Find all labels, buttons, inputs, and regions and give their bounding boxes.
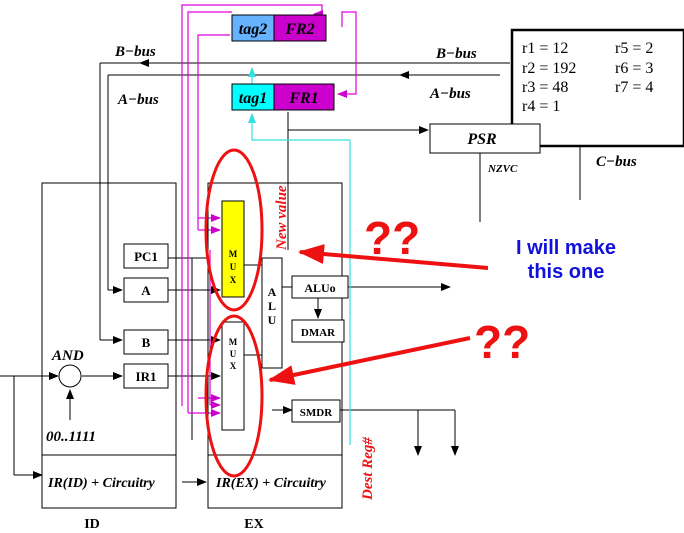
fr2-label: FR2 <box>284 21 314 38</box>
question-mark-top: ?? <box>364 212 420 264</box>
psr-register: PSR NZVC <box>429 123 541 175</box>
top-mux-letter-x: X <box>230 275 237 285</box>
top-mux-letter-m: M <box>229 249 238 259</box>
psr-label: PSR <box>466 131 497 148</box>
reg-r5: r5 = 2 <box>615 40 653 57</box>
a-bus-right-label: A−bus <box>429 86 471 102</box>
cyan-wires <box>248 67 351 445</box>
bottom-mux <box>221 321 245 431</box>
make-note-line1: I will make <box>516 237 616 259</box>
id-ir-label: IR(ID) + Circuitry <box>47 476 156 491</box>
c-bus-label: C−bus <box>596 154 637 170</box>
id-stage-name: ID <box>84 517 100 532</box>
top-mux-highlight <box>204 148 264 312</box>
tag1-fr1-register: tag1 FR1 <box>231 83 335 111</box>
bottom-mux-letter-x: X <box>230 361 237 371</box>
b-bus-right-label: B−bus <box>435 46 477 62</box>
b-bus-left-label: B−bus <box>114 44 156 60</box>
bottom-mux-letter-m: M <box>229 337 238 347</box>
alu-letter-a: A <box>268 285 277 299</box>
bottom-mux-highlight <box>204 314 264 478</box>
tag2-fr2-register: tag2 FR2 <box>231 14 327 42</box>
make-note-line2: this one <box>528 261 605 283</box>
reg-r7: r7 = 4 <box>615 79 653 96</box>
question-mark-bottom: ?? <box>474 316 530 368</box>
a-reg-label: A <box>141 283 151 298</box>
ex-stage-name: EX <box>244 517 263 532</box>
aluo-label: ALUo <box>304 281 335 295</box>
pc1-label: PC1 <box>134 249 158 264</box>
dmar-label: DMAR <box>301 327 336 339</box>
arrow-to-bottom-mux <box>268 336 471 385</box>
mask-label: 00..1111 <box>46 429 96 445</box>
alu-letter-u: U <box>268 313 277 327</box>
tag2-label: tag2 <box>239 21 267 38</box>
and-label: AND <box>51 348 84 364</box>
annotations: ?? ?? I will make this one <box>204 148 616 478</box>
magenta-wires <box>181 4 357 417</box>
dest-reg-label: Dest Reg# <box>360 437 376 501</box>
and-gate-icon <box>58 364 82 388</box>
reg-r3: r3 = 48 <box>522 79 568 96</box>
alu-letter-l: L <box>268 299 276 313</box>
b-reg-label: B <box>142 335 151 350</box>
bottom-mux-letter-u: U <box>230 349 237 359</box>
ex-ir-label: IR(EX) + Circuitry <box>215 476 327 491</box>
arrow-to-top-mux <box>298 244 489 270</box>
top-mux <box>221 200 245 298</box>
ex-stage: M U X M U X A L U ALUo DMAR SMDR IR(EX) … <box>207 182 376 532</box>
top-mux-letter-u: U <box>230 262 237 272</box>
new-value-label: New value <box>274 185 290 251</box>
psr-flags-label: NZVC <box>487 163 518 175</box>
ir1-label: IR1 <box>136 369 157 384</box>
reg-r6: r6 = 3 <box>615 60 653 77</box>
smdr-label: SMDR <box>300 407 333 419</box>
reg-r1: r1 = 12 <box>522 40 568 57</box>
register-file: r1 = 12 r2 = 192 r3 = 48 r4 = 1 r5 = 2 r… <box>510 28 684 148</box>
reg-r4: r4 = 1 <box>522 98 560 115</box>
tag1-label: tag1 <box>239 90 267 107</box>
fr1-label: FR1 <box>288 90 318 107</box>
id-stage: PC1 A B IR1 AND 00..1111 IR(ID) + Circui… <box>41 182 177 532</box>
a-bus-left-label: A−bus <box>117 92 159 108</box>
reg-r2: r2 = 192 <box>522 60 576 77</box>
